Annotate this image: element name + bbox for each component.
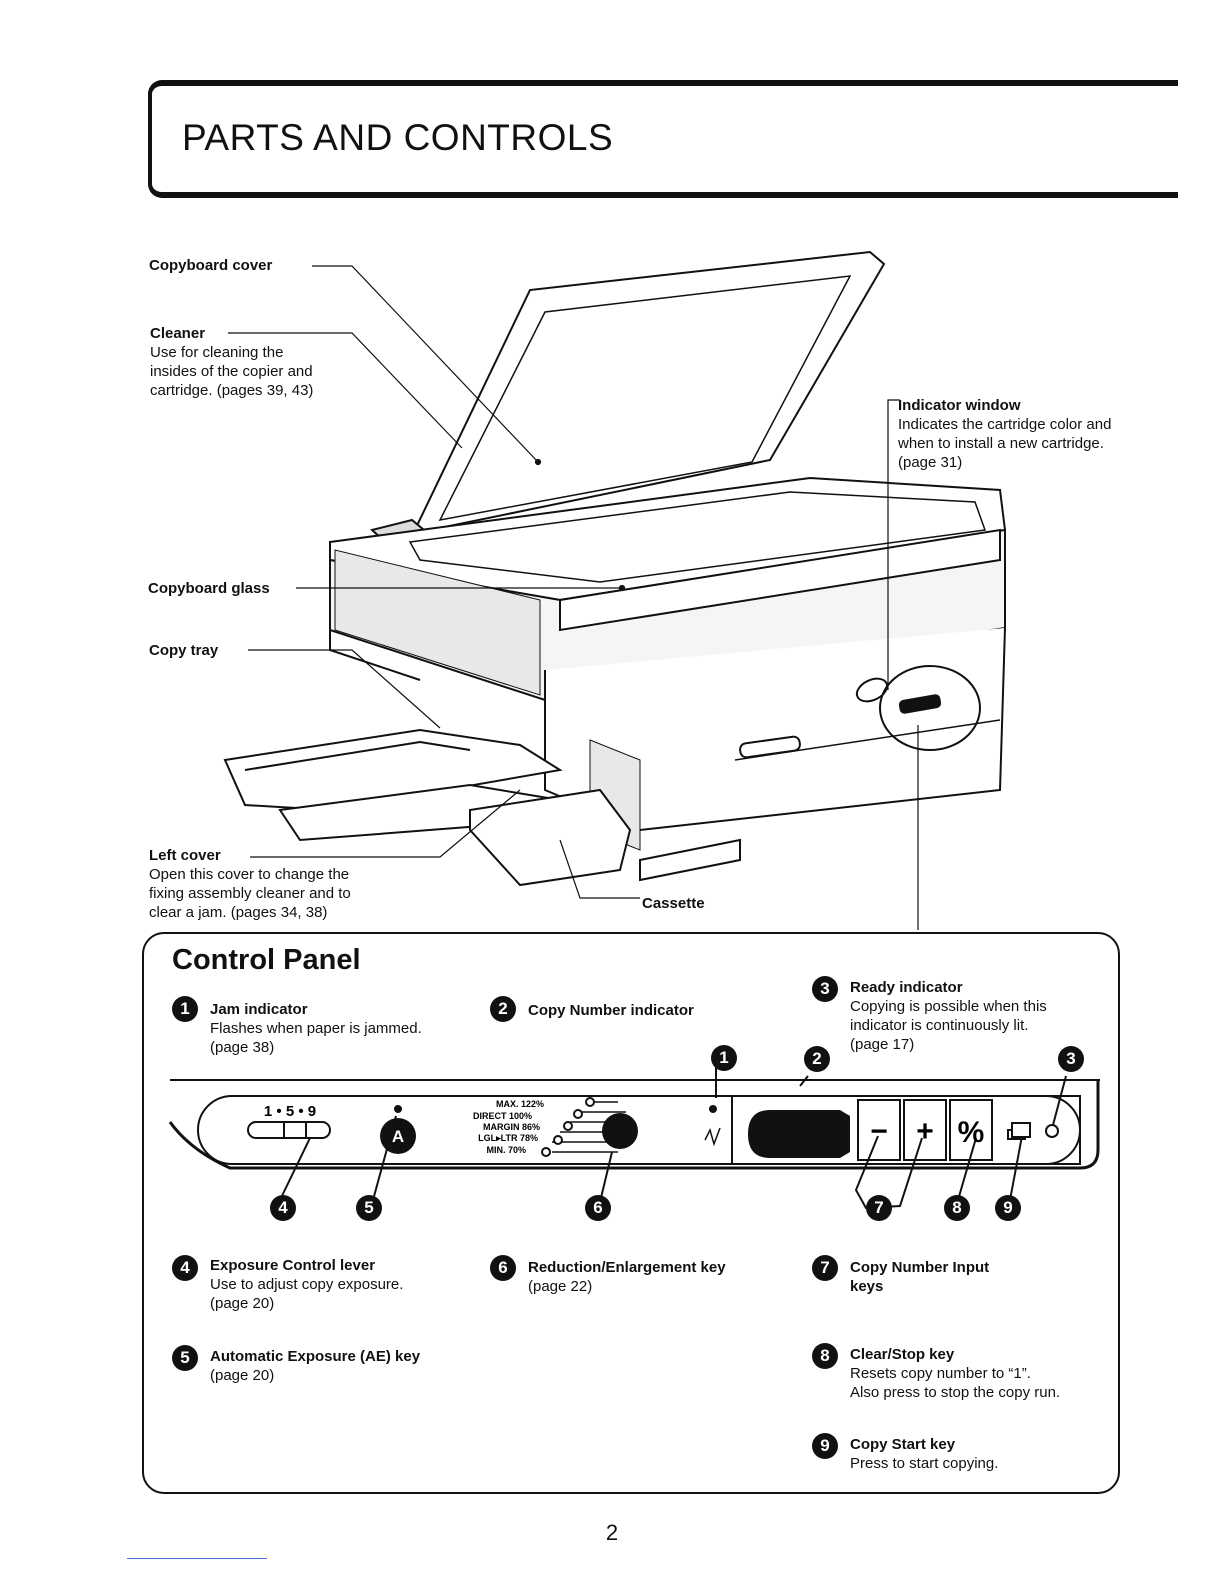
panel-callout-1: 1: [711, 1045, 737, 1071]
item-copy-start-key: Copy Start key Press to start copying.: [850, 1436, 999, 1472]
panel-callout-5: 5: [356, 1195, 382, 1221]
callout-number-3: 3: [812, 976, 838, 1002]
ratio-min: MIN. 70%: [486, 1145, 526, 1155]
item-copy-number-input-keys: Copy Number Input keys: [850, 1259, 990, 1295]
minus-key-label: −: [870, 1115, 888, 1148]
clear-key-label: %: [958, 1116, 985, 1149]
header-frame: [148, 80, 1178, 198]
callout-number-4: 4: [172, 1255, 198, 1281]
page-number: 2: [605, 1520, 619, 1545]
label-indicator-window: Indicator window Indicates the cartridge…: [898, 397, 1112, 471]
callout-number-8: 8: [812, 1343, 838, 1369]
item-ready-indicator: Ready indicator Copying is possible when…: [850, 979, 1047, 1053]
panel-callout-4: 4: [270, 1195, 296, 1221]
callout-number-1: 1: [172, 996, 198, 1022]
page-title: PARTS AND CONTROLS: [182, 117, 614, 158]
item-clear-stop-key: Clear/Stop key Resets copy number to “1”…: [850, 1346, 1061, 1401]
item-exposure-control-lever: Exposure Control lever Use to adjust cop…: [210, 1257, 404, 1312]
jam-icon: [704, 1127, 721, 1147]
label-cassette: Cassette: [642, 895, 705, 912]
item-reduction-enlargement-key: Reduction/Enlargement key (page 22): [528, 1259, 726, 1295]
item-copy-number-indicator: Copy Number indicator: [528, 1002, 694, 1019]
control-panel-drawing: A 1 • 5 • 9 MAX. 122% DIRECT 100% MARGIN…: [168, 1060, 1100, 1210]
panel-callout-6: 6: [585, 1195, 611, 1221]
label-copyboard-glass: Copyboard glass: [148, 580, 270, 597]
callout-number-6: 6: [490, 1255, 516, 1281]
control-panel-box: [142, 932, 1120, 1494]
label-copyboard-cover: Copyboard cover: [149, 257, 273, 274]
copier-illustration: [223, 250, 1007, 930]
item-automatic-exposure-key: Automatic Exposure (AE) key (page 20): [210, 1348, 421, 1384]
exposure-scale-label: 1 • 5 • 9: [264, 1103, 316, 1120]
panel-callout-7: 7: [866, 1195, 892, 1221]
panel-callout-2: 2: [804, 1046, 830, 1072]
panel-callout-9: 9: [995, 1195, 1021, 1221]
callout-number-7: 7: [812, 1255, 838, 1281]
ae-key-label: A: [392, 1127, 404, 1146]
panel-callout-8: 8: [944, 1195, 970, 1221]
callout-number-9: 9: [812, 1433, 838, 1459]
callout-number-2: 2: [490, 996, 516, 1022]
label-cleaner: Cleaner Use for cleaning the insides of …: [150, 325, 314, 399]
label-copy-tray: Copy tray: [149, 642, 219, 659]
ratio-lgl-ltr: LGL▸LTR 78%: [478, 1133, 538, 1143]
ratio-direct: DIRECT 100%: [473, 1111, 532, 1121]
item-jam-indicator: Jam indicator Flashes when paper is jamm…: [210, 1001, 422, 1056]
footer-link-underline: [127, 1558, 267, 1559]
control-panel-title: Control Panel: [172, 944, 361, 976]
panel-callout-3: 3: [1058, 1046, 1084, 1072]
ratio-margin: MARGIN 86%: [483, 1122, 540, 1132]
plus-key-label: +: [916, 1115, 934, 1148]
callout-number-5: 5: [172, 1345, 198, 1371]
ratio-max: MAX. 122%: [496, 1099, 544, 1109]
label-left-cover: Left cover Open this cover to change the…: [149, 847, 351, 921]
